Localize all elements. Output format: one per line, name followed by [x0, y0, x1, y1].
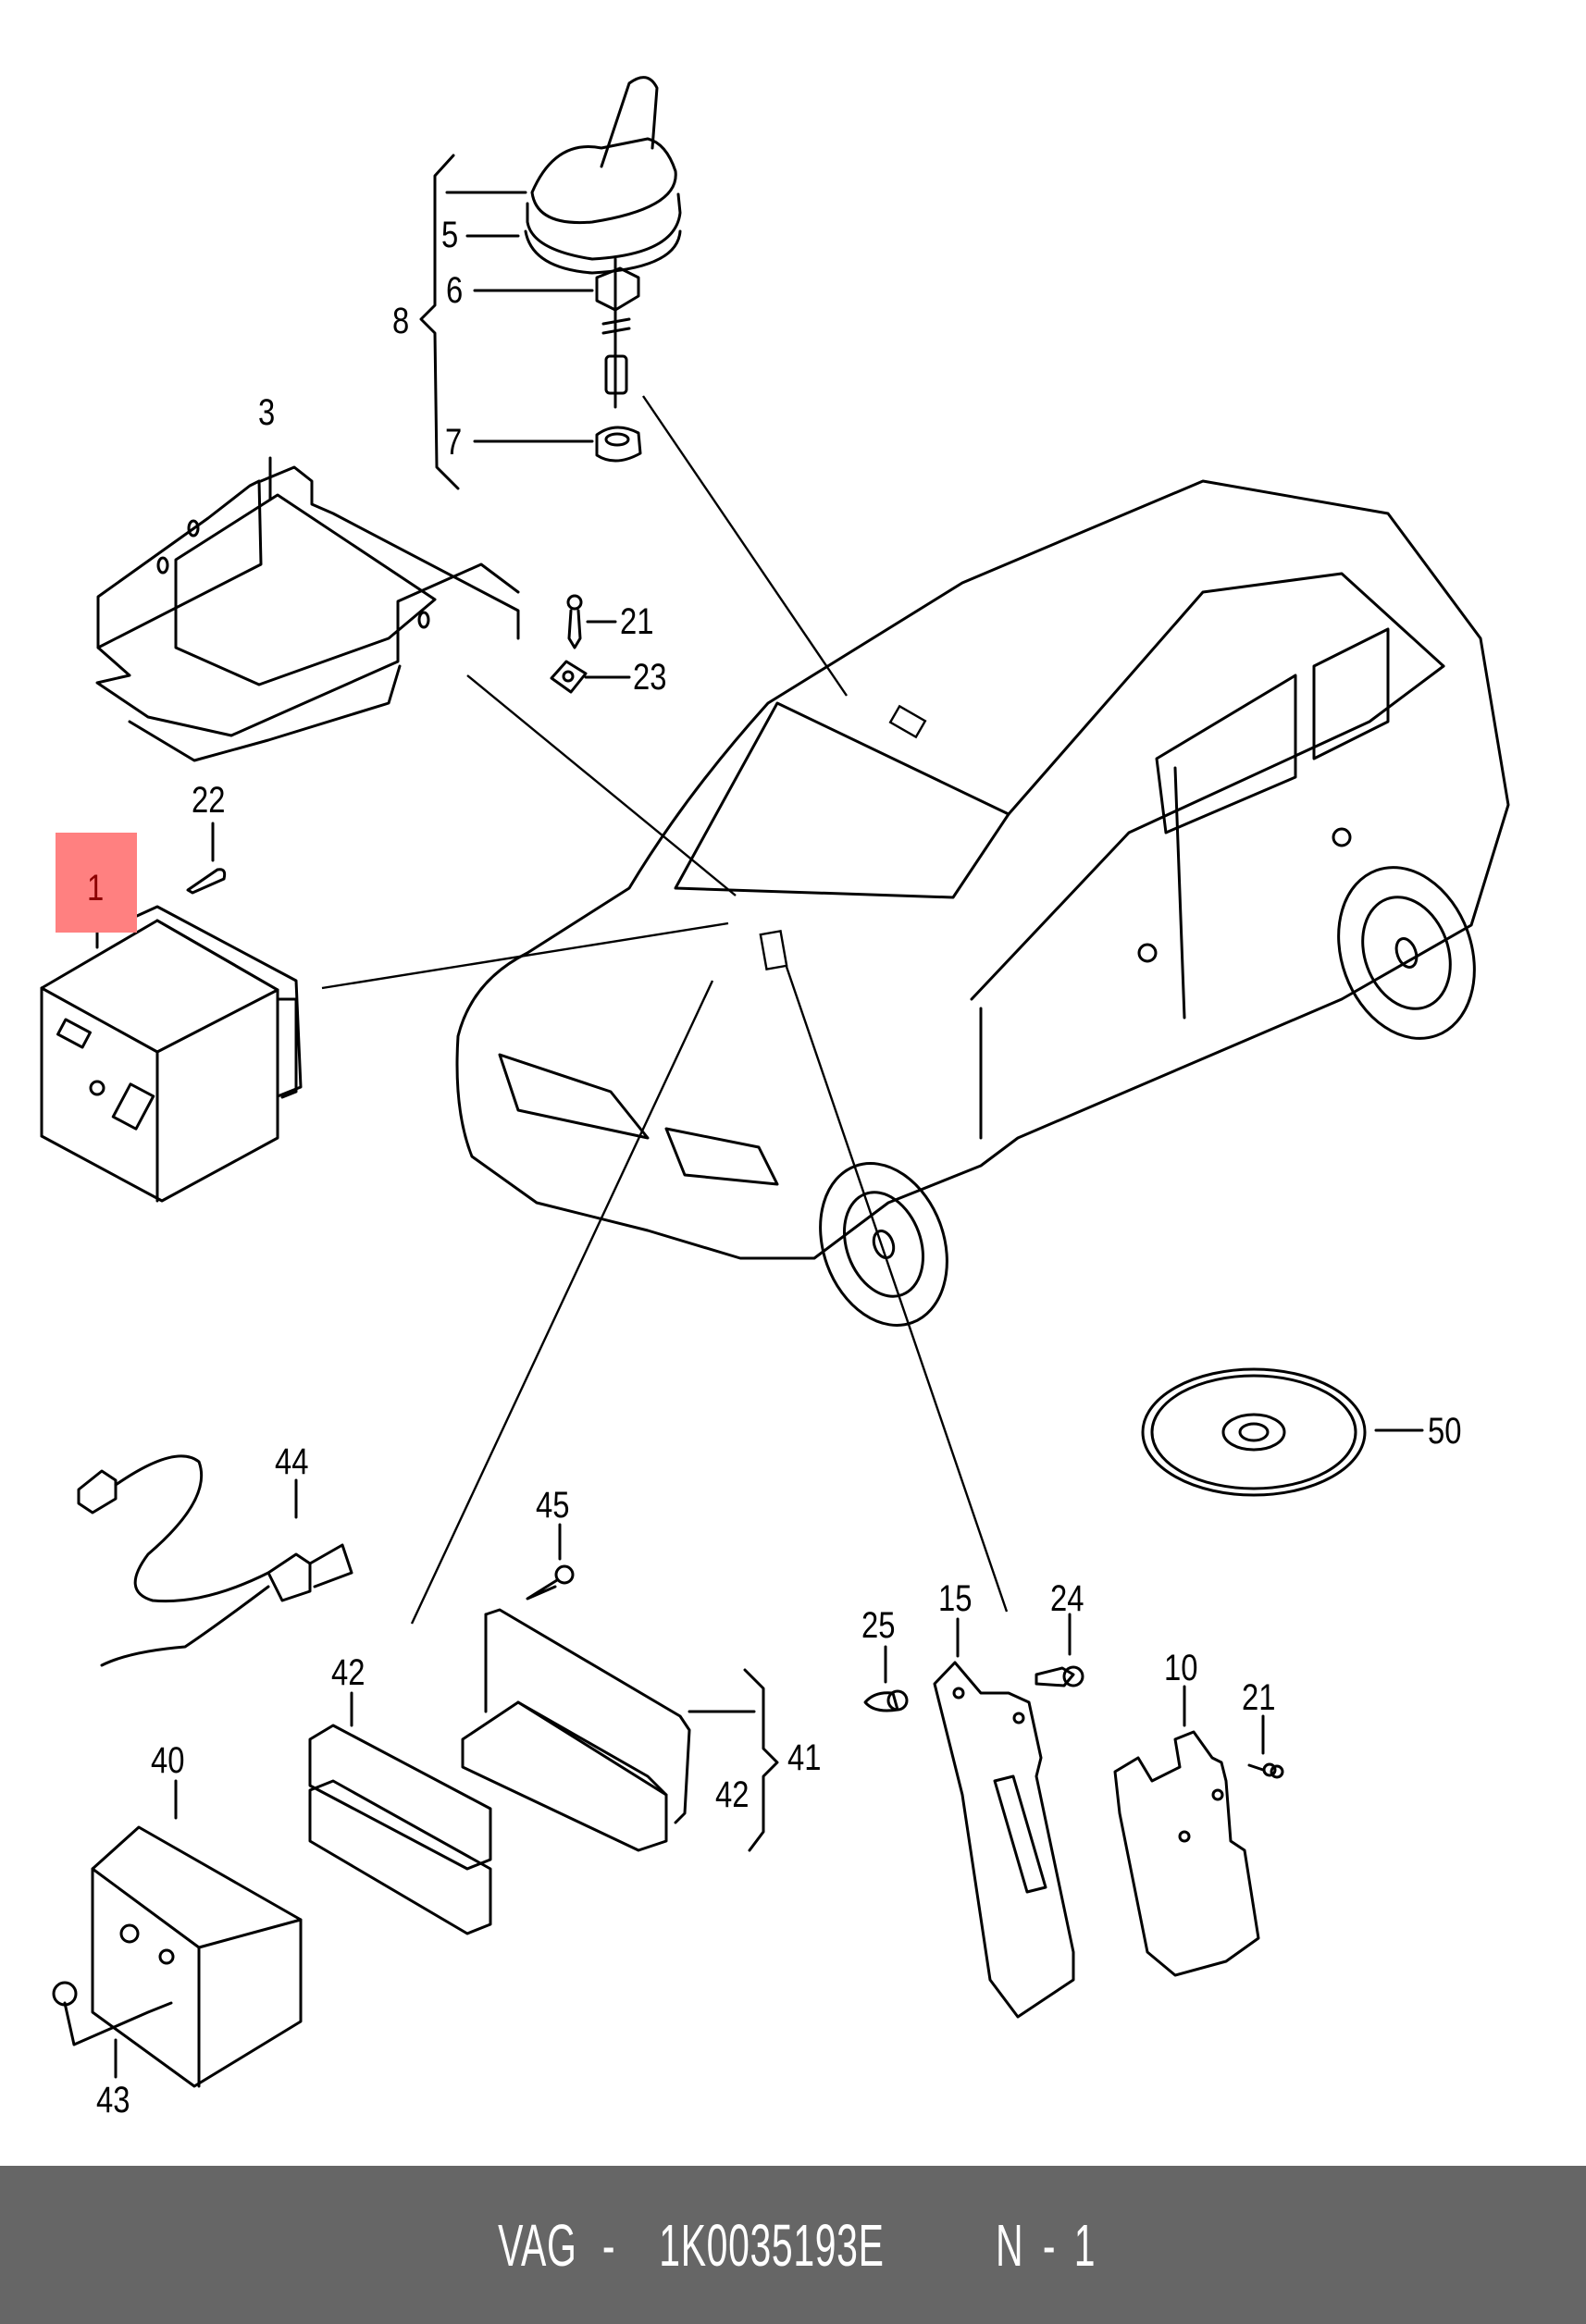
screw-21-top-drawing — [566, 594, 617, 649]
footer-part-number: 1K0035193E — [659, 2211, 885, 2279]
callout-8[interactable]: 8 — [392, 301, 410, 341]
leader-to-15 — [785, 966, 1009, 1613]
callout-41[interactable]: 41 — [787, 1737, 822, 1778]
radio-unit-40-drawing — [91, 1779, 303, 2088]
antenna-cable-drawing — [77, 1454, 353, 1667]
callout-40[interactable]: 40 — [151, 1740, 185, 1781]
footer-position-value: 1 — [1073, 2211, 1096, 2279]
callout-44[interactable]: 44 — [275, 1441, 309, 1482]
leader-to-41 — [410, 980, 714, 1625]
callout-7[interactable]: 7 — [445, 422, 463, 463]
callout-6[interactable]: 6 — [446, 270, 464, 311]
callout-21-top[interactable]: 21 — [620, 601, 654, 642]
callout-43[interactable]: 43 — [96, 2080, 130, 2120]
callout-23[interactable]: 23 — [633, 657, 667, 698]
callout-45[interactable]: 45 — [536, 1485, 570, 1526]
clip-25-drawing — [863, 1645, 909, 1712]
callout-3[interactable]: 3 — [258, 392, 276, 433]
highlight-part-1: 1 — [56, 833, 137, 933]
parts-diagram: 1 3 5 6 7 8 21 23 22 50 44 45 42 40 41 4… — [40, 76, 1510, 2120]
screw-21-bottom-drawing — [1247, 1714, 1284, 1779]
navigation-unit-drawing — [40, 905, 729, 1203]
footer-brand: VAG — [497, 2211, 577, 2279]
callout-24[interactable]: 24 — [1050, 1578, 1084, 1619]
callout-15[interactable]: 15 — [938, 1578, 973, 1619]
footer-position-label: N — [995, 2211, 1023, 2279]
callout-10[interactable]: 10 — [1164, 1648, 1198, 1688]
radio-unit-41-drawing — [461, 1608, 779, 1852]
callout-5[interactable]: 5 — [441, 215, 459, 255]
bracket-15-drawing — [933, 1617, 1075, 2019]
footer-caption: VAG - 1K0035193E N - 1 — [488, 2211, 1098, 2280]
callout-50[interactable]: 50 — [1428, 1411, 1462, 1452]
footer-position-separator: - — [1042, 2211, 1056, 2279]
control-module-10-drawing — [1113, 1685, 1260, 1977]
frame-42-drawing — [308, 1691, 492, 1935]
callout-25[interactable]: 25 — [861, 1605, 896, 1646]
screw-22-drawing — [186, 822, 227, 895]
callout-1[interactable]: 1 — [87, 868, 105, 909]
screw-45-drawing — [526, 1523, 575, 1601]
footer-separator: - — [601, 2211, 615, 2279]
roof-antenna-drawing — [419, 76, 848, 697]
part-number-footer: VAG - 1K0035193E N - 1 — [0, 2166, 1586, 2324]
clip-nut-23-drawing — [550, 660, 631, 694]
vehicle-drawing — [455, 479, 1510, 1327]
callout-21-bottom[interactable]: 21 — [1242, 1677, 1276, 1718]
callout-22[interactable]: 22 — [192, 780, 226, 821]
cd-disc-drawing — [1141, 1367, 1424, 1497]
adapter-cable-43-drawing — [52, 1981, 173, 2079]
bolt-24-drawing — [1035, 1613, 1084, 1687]
callout-42-right[interactable]: 42 — [715, 1774, 750, 1815]
line-drawing — [40, 76, 1510, 2088]
callout-42-left[interactable]: 42 — [331, 1652, 366, 1693]
